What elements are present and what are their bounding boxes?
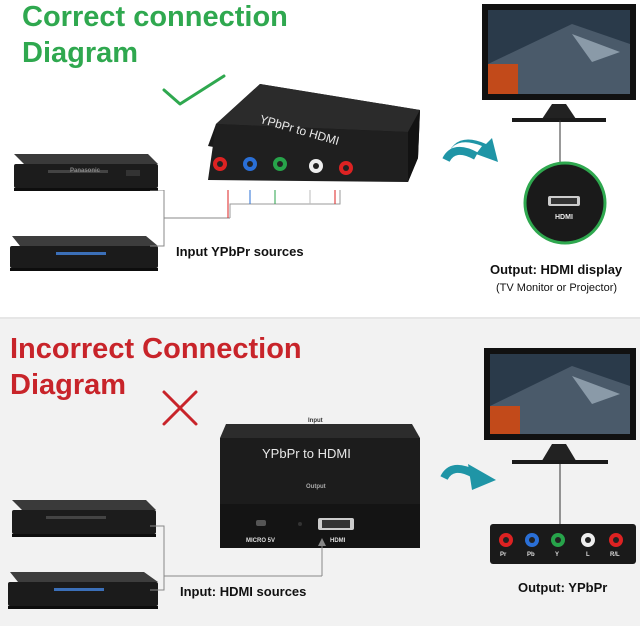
tv-monitor-top	[482, 4, 636, 122]
curved-arrow-icon-incorrect	[440, 464, 496, 490]
cross-icon	[162, 390, 198, 426]
hdmi-source-lines	[150, 525, 326, 591]
rca-jack-l: L	[586, 552, 590, 558]
rca-jack-pb: Pb	[527, 552, 535, 558]
rca-output-panel	[490, 524, 636, 564]
converter-box-correct	[208, 84, 420, 182]
dvd-brand-top: Panasonic	[70, 168, 101, 174]
converter-box-incorrect	[220, 424, 420, 548]
section-divider	[0, 317, 640, 319]
converter-output-tag: Output	[306, 484, 326, 490]
tv-port-line	[559, 120, 561, 170]
source-connection-lines	[150, 190, 341, 247]
incorrect-output-label: Output: YPbPr	[518, 580, 608, 595]
rca-jack-rl: R/L	[610, 552, 620, 558]
converter-label-incorrect: YPbPr to HDMI	[262, 446, 351, 461]
checkmark-icon	[162, 74, 226, 106]
hdmi-port-tag: HDMI	[555, 214, 573, 221]
micro-port-label: MICRO 5V	[246, 538, 276, 544]
correct-input-label: Input YPbPr sources	[176, 244, 304, 259]
converter-top-tag: Input	[308, 418, 323, 424]
dvd-player-bottom	[10, 236, 158, 271]
correct-title-line1: Correct connection	[22, 1, 288, 33]
dvd-player-bottom-incorrect	[8, 572, 158, 609]
rca-jack-row	[212, 150, 362, 180]
curved-arrow-icon	[442, 138, 498, 163]
rca-jack-pr: Pr	[500, 552, 507, 558]
correct-output-label: Output: HDMI display	[490, 262, 623, 277]
incorrect-input-label: Input: HDMI sources	[180, 584, 307, 599]
rca-jack-y: Y	[555, 552, 560, 558]
tv-rca-line	[559, 464, 561, 526]
tv-monitor-bottom	[484, 348, 636, 464]
dvd-player-top-incorrect	[12, 500, 156, 537]
correct-title-line2: Diagram	[22, 37, 139, 69]
hdmi-port-circle	[523, 161, 607, 245]
dvd-player-top	[14, 154, 158, 191]
hdmi-port-label: HDMI	[330, 538, 346, 544]
correct-output-sub: (TV Monitor or Projector)	[496, 282, 618, 294]
incorrect-title-line1: Incorrect Connection	[10, 333, 302, 365]
incorrect-title-line2: Diagram	[10, 369, 127, 401]
